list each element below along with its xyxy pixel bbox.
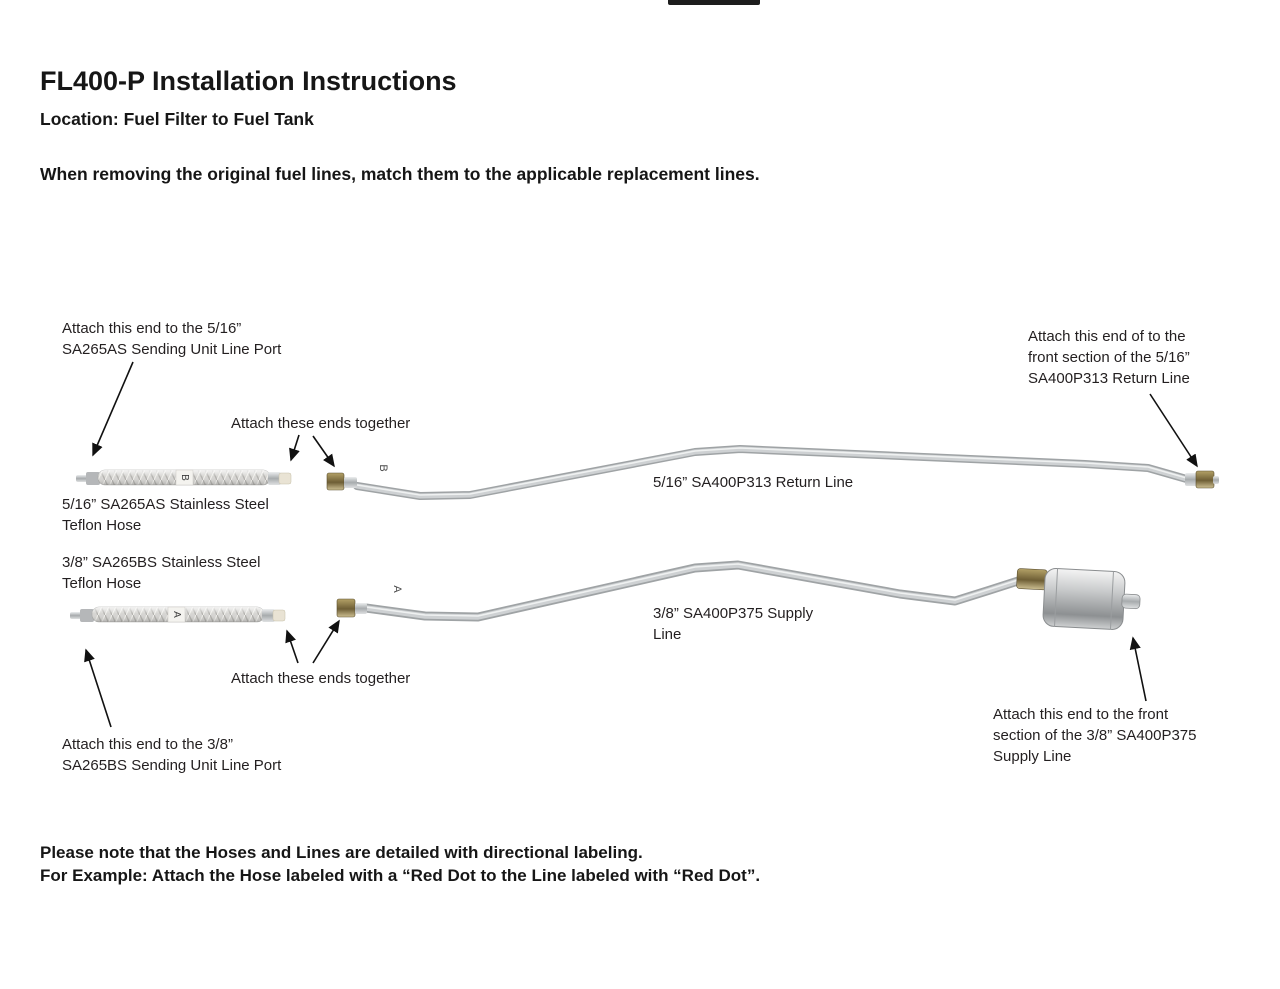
- arrow-to-hose-b-left: [92, 361, 134, 457]
- arrow-to-hose-a-left: [84, 648, 112, 728]
- location-line: Location: Fuel Filter to Fuel Tank: [40, 109, 314, 129]
- callout-attach-ends-top: Attach these ends together: [231, 415, 411, 432]
- hose-b-direction-tag: [175, 469, 194, 486]
- label-supply-line: 3/8” SA400P375 Supply Line: [653, 605, 814, 643]
- arrow-to-hose-a-right: [285, 629, 299, 664]
- callout-return-line-end: Attach this end of to the front section …: [1028, 328, 1190, 387]
- scan-artifact-bar: [668, 0, 760, 5]
- intro-line: When removing the original fuel lines, m…: [40, 164, 760, 184]
- callout-hose-a-port: Attach this end to the 3/8” SA265BS Send…: [62, 736, 282, 774]
- fuel-filter: [1016, 567, 1141, 630]
- hose-a-left-tip: [70, 612, 83, 619]
- return-line-left-collar: [344, 477, 357, 488]
- filter-seams: [1054, 568, 1114, 630]
- hose-a-right-ferrule: [262, 609, 275, 622]
- return-line: B: [326, 445, 1219, 500]
- hose-a-direction-letter: A: [171, 611, 182, 618]
- footer-note-line-1: Please note that the Hoses and Lines are…: [40, 843, 643, 862]
- label-return-line: 5/16” SA400P313 Return Line: [653, 474, 854, 491]
- page-title: FL400-P Installation Instructions: [40, 66, 457, 96]
- hose-b-right-nut: [278, 472, 292, 485]
- arrow-to-supply-line-fitting: [312, 619, 340, 664]
- footer-note-line-2: For Example: Attach the Hose labeled wit…: [40, 866, 761, 885]
- return-line-right-collar: [1185, 473, 1197, 486]
- hose-b: B: [76, 469, 292, 486]
- callout-attach-ends-bottom: Attach these ends together: [231, 670, 411, 687]
- hose-a-direction-tag: [167, 606, 186, 623]
- callout-filter-end: Attach this end to the front section of …: [993, 706, 1197, 765]
- supply-line: A: [336, 560, 1023, 622]
- hose-a: A: [70, 606, 286, 623]
- supply-line-direction-marker: A: [391, 585, 403, 593]
- return-line-right-tip: [1213, 476, 1219, 484]
- label-hose-a: 3/8” SA265BS Stainless Steel Teflon Hose: [62, 554, 261, 592]
- return-line-right-fitting: [1195, 470, 1215, 489]
- filter-inlet-fitting: [1016, 568, 1048, 591]
- arrow-to-filter: [1129, 636, 1147, 702]
- label-hose-b: 5/16” SA265AS Stainless Steel Teflon Hos…: [62, 496, 269, 534]
- callout-arrows: [84, 361, 1198, 728]
- hose-b-left-tip: [76, 475, 89, 482]
- hose-a-right-nut: [272, 609, 286, 622]
- hose-b-right-ferrule: [268, 472, 281, 485]
- supply-line-left-collar: [355, 603, 367, 614]
- return-line-direction-marker: B: [377, 464, 389, 471]
- hose-a-left-ferrule: [80, 609, 94, 622]
- supply-line-left-fitting: [336, 598, 356, 618]
- hose-b-direction-letter: B: [179, 474, 190, 481]
- filter-outlet-nipple: [1121, 593, 1141, 610]
- return-line-left-fitting: [326, 472, 345, 491]
- arrow-to-return-line-fitting: [312, 435, 335, 468]
- callout-hose-b-port: Attach this end to the 5/16” SA265AS Sen…: [62, 320, 282, 358]
- arrow-to-hose-b-right: [289, 434, 300, 462]
- hose-b-left-ferrule: [86, 472, 100, 485]
- arrow-to-return-line-end: [1149, 393, 1198, 468]
